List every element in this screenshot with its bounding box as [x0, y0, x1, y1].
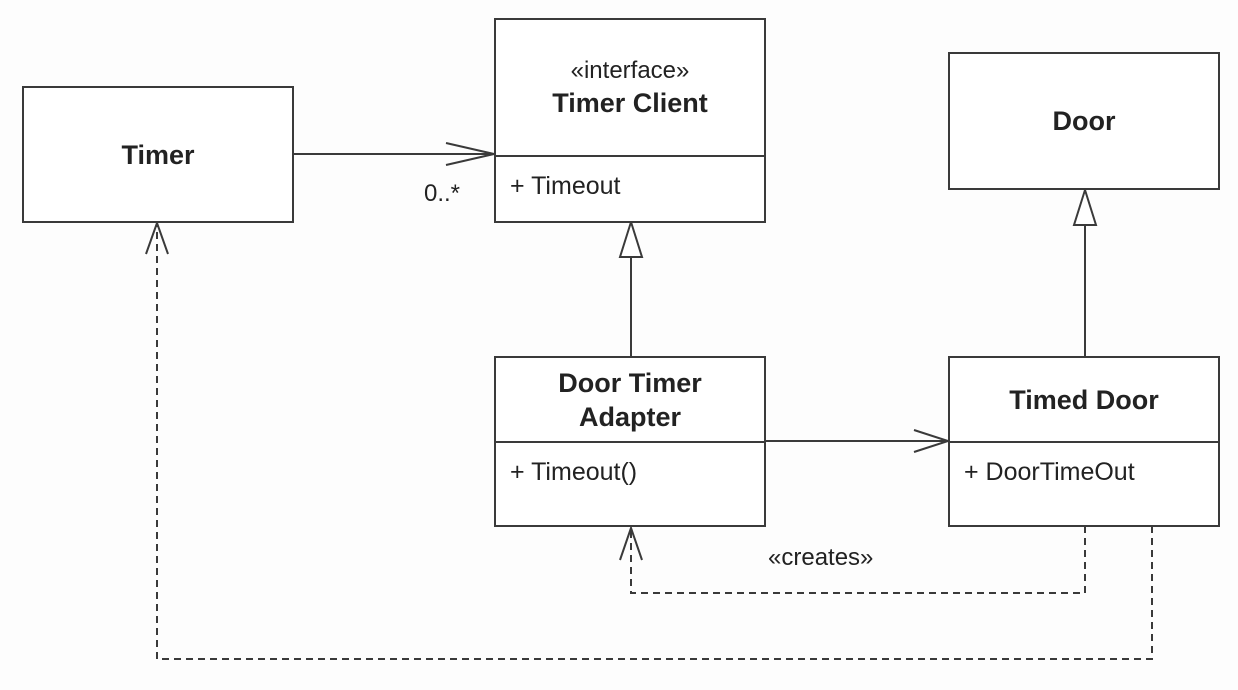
dependency-timed-door-to-timer	[145, 220, 1153, 660]
timer-class-name: Timer	[121, 139, 195, 170]
timer-client-interface[interactable]: «interface» Timer Client + Timeout	[494, 18, 766, 223]
timed-door-class-name: Timed Door	[1009, 384, 1159, 415]
door-timer-adapter-class[interactable]: Door Timer Adapter + Timeout()	[494, 356, 766, 527]
door-class[interactable]: Door	[948, 52, 1220, 190]
adapter-name-line-2: Adapter	[578, 401, 681, 432]
realization-adapter-to-timer-client	[618, 218, 644, 358]
interface-stereotype: «interface»	[570, 56, 690, 84]
generalization-timed-door-to-door	[1072, 186, 1098, 358]
adapter-name-line-1: Door Timer	[558, 367, 702, 398]
timed-door-operations: + DoorTimeOut	[950, 443, 1218, 525]
timed-door-name-compartment: Timed Door	[950, 358, 1218, 443]
timer-client-name-compartment: «interface» Timer Client	[496, 20, 764, 157]
timer-class[interactable]: Timer	[22, 86, 294, 223]
adapter-operation-timeout: + Timeout()	[510, 458, 638, 486]
dependency-creates-adapter	[619, 524, 1086, 594]
door-class-name: Door	[1052, 106, 1116, 136]
timer-client-class-name: Timer Client	[552, 87, 708, 118]
timed-door-class[interactable]: Timed Door + DoorTimeOut	[948, 356, 1220, 527]
timer-client-operation-timeout: + Timeout	[510, 172, 621, 200]
timer-client-operations: + Timeout	[496, 157, 764, 221]
association-adapter-to-timed-door	[765, 429, 952, 453]
adapter-name-compartment: Door Timer Adapter	[496, 358, 764, 443]
adapter-operations: + Timeout()	[496, 443, 764, 525]
timed-door-operation-doortimeout: + DoorTimeOut	[964, 458, 1135, 486]
multiplicity-label: 0..*	[424, 180, 461, 207]
association-timer-to-timer-client	[293, 142, 495, 166]
creates-stereotype-label: «creates»	[768, 544, 874, 571]
